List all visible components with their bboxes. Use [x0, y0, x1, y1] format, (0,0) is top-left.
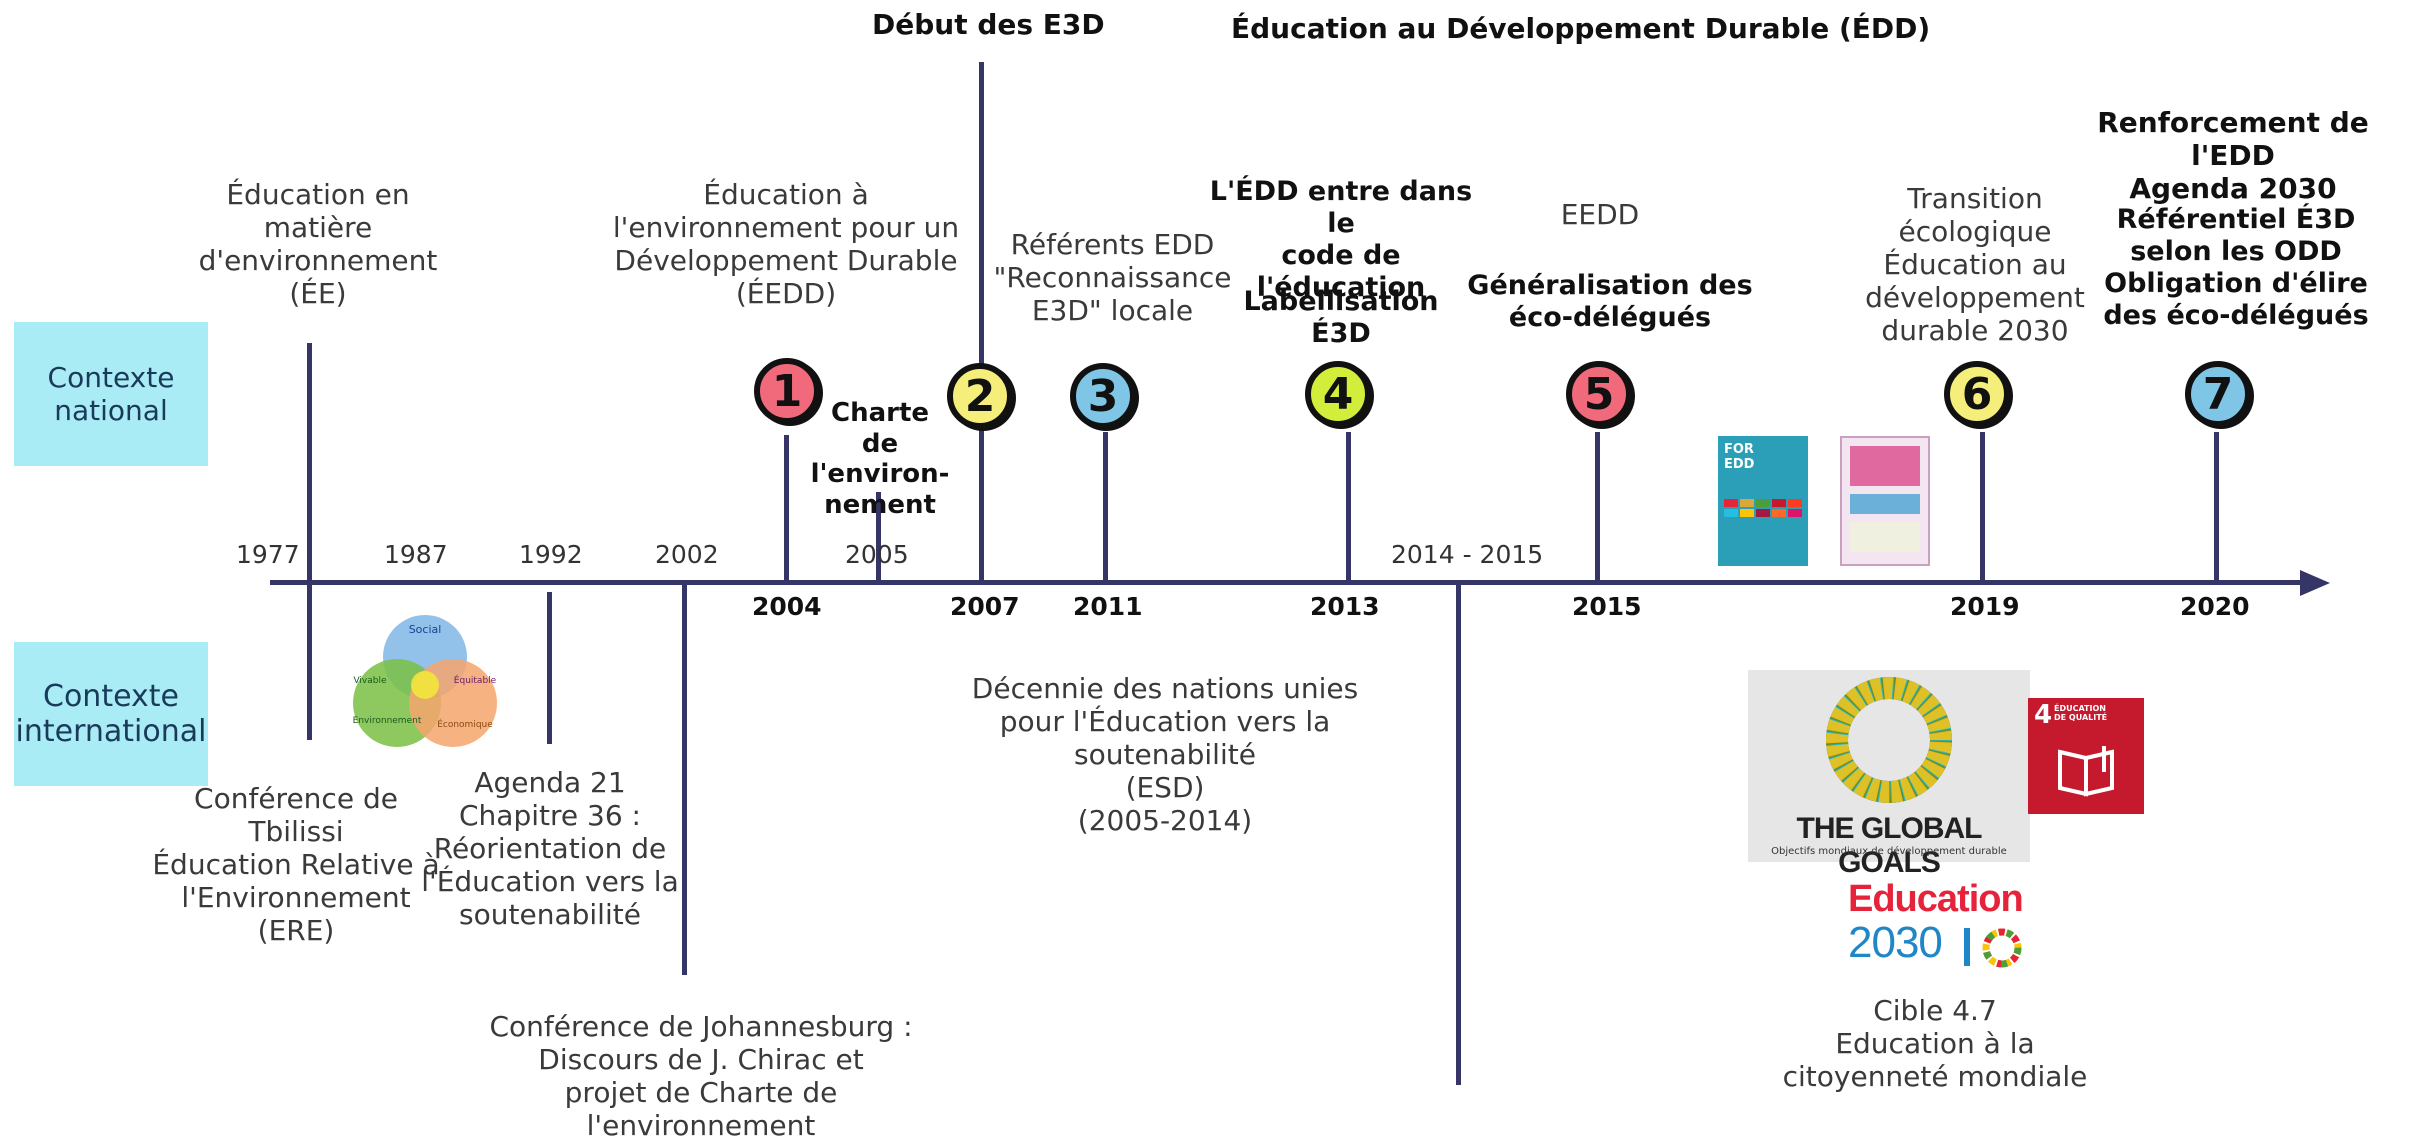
line-2015 [1595, 432, 1600, 582]
label-generalisation: Généralisation des éco-délégués [1467, 270, 1753, 333]
milestone-4: 4 [1305, 361, 1371, 427]
year-2013: 2013 [1310, 592, 1380, 621]
poster-for-edd: FOR EDD [1718, 436, 1808, 566]
year-2019: 2019 [1950, 592, 2020, 621]
book-icon [2058, 746, 2114, 797]
line-2014 [1456, 585, 1461, 1085]
sdg4-number: 4 [2034, 700, 2053, 730]
milestone-5: 5 [1566, 361, 1632, 427]
line-1977 [307, 343, 312, 740]
poster-sdg [1840, 436, 1930, 566]
label-code: L'ÉDD entre dans le code de l'éducation [1209, 176, 1473, 303]
label-labellisation: Labellisation É3D [1243, 286, 1439, 349]
year-2005: 2005 [845, 540, 909, 569]
label-referents: Référents EDD "Reconnaissance E3D" local… [993, 228, 1232, 328]
label-tbilissi: Conférence de Tbilissi Éducation Relativ… [152, 782, 440, 948]
global-goals-logo: THE GLOBAL GOALS Objectifs mondiaux de d… [1748, 670, 2030, 879]
svg-text:Social: Social [409, 623, 442, 636]
line-2002 [682, 585, 687, 975]
year-2002: 2002 [655, 540, 719, 569]
header-edd: Éducation au Développement Durable (ÉDD) [1231, 12, 1931, 45]
milestone-3: 3 [1070, 363, 1136, 429]
line-2020 [2214, 432, 2219, 582]
line-2004 [784, 435, 789, 583]
milestone-2: 2 [947, 363, 1013, 429]
sustainability-venn-logo: Social Vivable Équitable Environnement É… [353, 615, 497, 747]
education-2030-logo: Education 2030 [1840, 878, 2040, 970]
label-agenda21: Agenda 21 Chapitre 36 : Réorientation de… [421, 766, 679, 932]
education-2030-word: Education [1848, 878, 2024, 920]
svg-text:Environnement: Environnement [353, 716, 422, 726]
line-2013 [1346, 432, 1351, 582]
label-decennie: Décennie des nations unies pour l'Éducat… [971, 672, 1359, 838]
label-eedd-2015: EEDD [1560, 198, 1640, 231]
education-2030-bar [1964, 928, 1970, 966]
line-2005 [876, 492, 881, 582]
sdg4-label: ÉDUCATION DE QUALITÉ [2054, 704, 2108, 723]
milestone-1: 1 [754, 358, 820, 424]
year-1977: 1977 [236, 540, 300, 569]
label-transition: Transition écologique Éducation au dével… [1865, 182, 2085, 348]
header-renforcement: Renforcement de l'EDD Agenda 2030 [2097, 106, 2369, 206]
axis-arrow-icon [2300, 570, 2330, 596]
global-goals-subtitle: Objectifs mondiaux de développement dura… [1771, 846, 2007, 857]
line-2011 [1103, 432, 1108, 582]
year-1987: 1987 [384, 540, 448, 569]
year-2011: 2011 [1073, 592, 1143, 621]
label-referentiel: Référentiel É3D selon les ODD Obligation… [2103, 204, 2369, 331]
svg-text:Vivable: Vivable [353, 676, 387, 686]
label-cible: Cible 4.7 Education à la citoyenneté mon… [1782, 994, 2088, 1094]
education-2030-year: 2030 [1848, 918, 1943, 967]
context-national: Contexte national [14, 322, 208, 466]
sdg4-tile: 4 ÉDUCATION DE QUALITÉ [2028, 698, 2144, 814]
header-debut-e3d: Début des E3D [872, 8, 1105, 41]
year-2004: 2004 [752, 592, 822, 621]
timeline-axis [270, 580, 2310, 585]
line-1992 [547, 592, 552, 744]
label-ee: Éducation en matière d'environnement (ÉE… [198, 178, 438, 311]
year-1992: 1992 [519, 540, 583, 569]
year-2014-2015: 2014 - 2015 [1391, 540, 1544, 569]
education-2030-ring-icon [1982, 928, 2022, 968]
label-johannesburg: Conférence de Johannesburg : Discours de… [489, 1010, 913, 1142]
year-2020: 2020 [2180, 592, 2250, 621]
milestone-6: 6 [1944, 361, 2010, 427]
line-2019 [1980, 432, 1985, 582]
svg-text:Équitable: Équitable [454, 674, 497, 686]
svg-text:Économique: Économique [437, 718, 493, 730]
label-eedd: Éducation à l'environnement pour un Déve… [612, 178, 960, 311]
year-2007: 2007 [950, 592, 1020, 621]
year-2015: 2015 [1572, 592, 1642, 621]
line-2007 [979, 62, 984, 582]
context-international: Contexte international [14, 642, 208, 786]
global-goals-title: THE GLOBAL GOALS [1796, 812, 1983, 879]
label-charte: Charte de l'environ- nement [810, 398, 950, 521]
milestone-7: 7 [2185, 361, 2251, 427]
